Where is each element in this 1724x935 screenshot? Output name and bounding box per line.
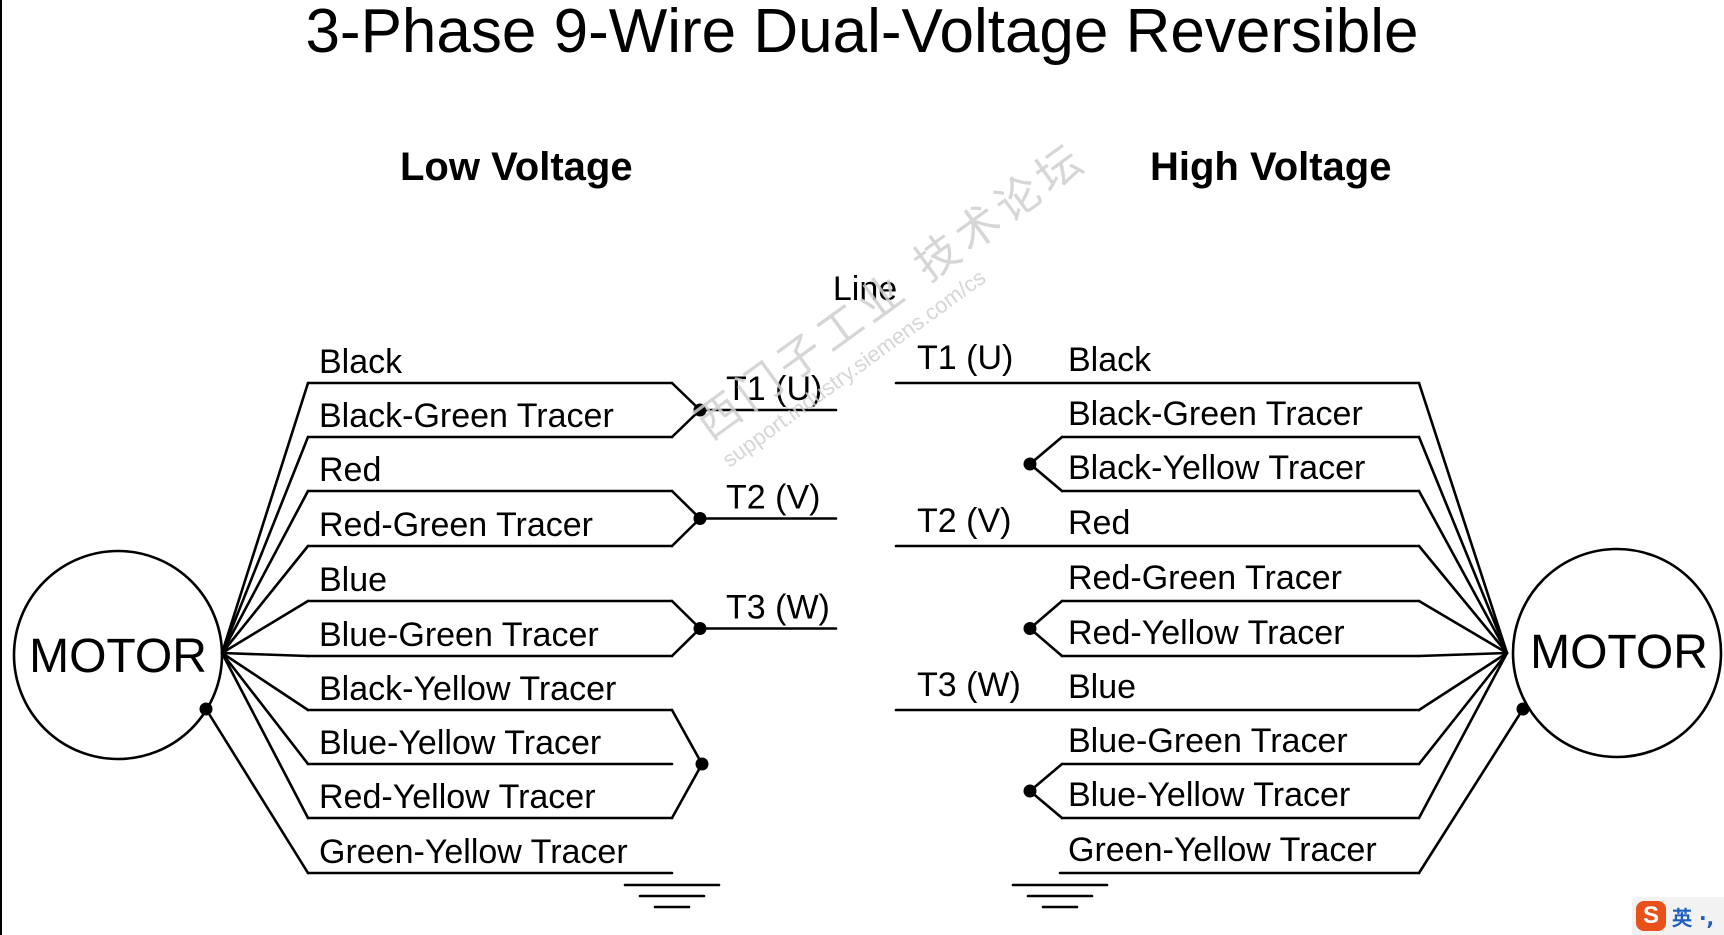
low-wire-label-1: Black-Green Tracer bbox=[319, 397, 614, 435]
high-join-top-2 bbox=[1028, 762, 1064, 793]
ime-indicator[interactable]: S 英 ·, bbox=[1632, 897, 1724, 935]
low-wire-label-2: Red bbox=[319, 451, 381, 489]
high-wire-label-9: Green-Yellow Tracer bbox=[1068, 831, 1377, 869]
low-wire-diag-7 bbox=[220, 651, 310, 766]
low-join-top-1 bbox=[670, 489, 702, 520]
low-wire-label-4: Blue bbox=[319, 561, 387, 599]
high-terminal-label-2: T3 (W) bbox=[917, 666, 1021, 704]
high-wire-label-0: Black bbox=[1068, 341, 1152, 379]
high-wire-diag-2 bbox=[1417, 489, 1509, 655]
high-terminal-label-0: T1 (U) bbox=[917, 339, 1013, 377]
low-wire-diag-0 bbox=[220, 381, 310, 655]
high-wire-label-6: Blue bbox=[1068, 668, 1136, 706]
low-wire-diag-6 bbox=[220, 651, 310, 712]
high-voltage-heading: High Voltage bbox=[1150, 145, 1392, 189]
high-wire-diag-5 bbox=[1417, 651, 1509, 658]
high-join-bottom-1 bbox=[1028, 627, 1064, 658]
low-terminal-label-0: T1 (U) bbox=[726, 370, 822, 408]
high-wire-diag-3 bbox=[1417, 544, 1509, 655]
ime-mode-label: 英 ·, bbox=[1672, 905, 1715, 930]
high-join-bottom-2 bbox=[1028, 789, 1064, 820]
low-star-dot bbox=[695, 757, 709, 771]
line-label: Line bbox=[833, 270, 897, 308]
low-wire-diag-3 bbox=[220, 544, 310, 655]
high-wire-label-3: Red bbox=[1068, 504, 1130, 542]
low-terminal-label-1: T2 (V) bbox=[726, 479, 820, 517]
high-wire-label-2: Black-Yellow Tracer bbox=[1068, 449, 1365, 487]
low-wire-label-9: Green-Yellow Tracer bbox=[319, 833, 628, 871]
low-wire-label-3: Red-Green Tracer bbox=[319, 506, 593, 544]
low-star-top bbox=[670, 708, 704, 766]
low-star-bottom bbox=[670, 762, 704, 820]
low-wire-label-6: Black-Yellow Tracer bbox=[319, 670, 616, 708]
high-wire-label-1: Black-Green Tracer bbox=[1068, 395, 1363, 433]
high-junction-dot-2 bbox=[1023, 784, 1037, 798]
ime-logo-icon: S bbox=[1636, 901, 1666, 931]
frame-edge bbox=[0, 0, 2, 935]
high-wire-diag-1 bbox=[1417, 435, 1509, 655]
low-join-top-2 bbox=[670, 599, 702, 630]
diagram-title: 3-Phase 9-Wire Dual-Voltage Reversible bbox=[305, 0, 1419, 66]
motor-right-label: MOTOR bbox=[1530, 626, 1708, 679]
low-join-bottom-2 bbox=[670, 627, 702, 658]
low-wire-diag-9 bbox=[204, 707, 310, 875]
motor-right-circle bbox=[1511, 547, 1723, 759]
high-wire-label-8: Blue-Yellow Tracer bbox=[1068, 776, 1350, 814]
high-junction-dot-1 bbox=[1023, 622, 1037, 635]
high-wire-diag-8 bbox=[1417, 651, 1509, 820]
low-terminal-label-2: T3 (W) bbox=[726, 589, 830, 627]
low-join-bottom-1 bbox=[670, 517, 702, 548]
low-voltage-heading: Low Voltage bbox=[400, 145, 633, 189]
motor-left-label: MOTOR bbox=[29, 630, 207, 683]
high-wire-label-5: Red-Yellow Tracer bbox=[1068, 614, 1345, 652]
high-terminal-label-1: T2 (V) bbox=[917, 502, 1011, 540]
low-wire-diag-8 bbox=[220, 651, 310, 820]
low-wire-diag-1 bbox=[220, 435, 310, 655]
high-wire-label-4: Red-Green Tracer bbox=[1068, 559, 1342, 597]
high-join-bottom-0 bbox=[1028, 462, 1064, 493]
high-wire-diag-4 bbox=[1417, 599, 1509, 655]
low-wire-label-0: Black bbox=[319, 343, 403, 381]
low-wire-label-7: Blue-Yellow Tracer bbox=[319, 724, 601, 762]
high-wire-diag-6 bbox=[1417, 651, 1509, 712]
low-wire-diag-2 bbox=[220, 489, 310, 655]
low-wire-diag-5 bbox=[220, 651, 310, 658]
low-wire-label-5: Blue-Green Tracer bbox=[319, 616, 599, 654]
low-wire-diag-4 bbox=[220, 599, 310, 655]
high-wire-diag-9 bbox=[1417, 707, 1525, 875]
high-wire-diag-7 bbox=[1417, 651, 1509, 766]
high-join-top-0 bbox=[1028, 435, 1064, 466]
high-junction-dot-0 bbox=[1023, 457, 1037, 471]
high-wire-label-7: Blue-Green Tracer bbox=[1068, 722, 1348, 760]
high-wire-diag-0 bbox=[1417, 381, 1509, 655]
low-wire-label-8: Red-Yellow Tracer bbox=[319, 778, 596, 816]
high-join-top-1 bbox=[1028, 599, 1064, 630]
